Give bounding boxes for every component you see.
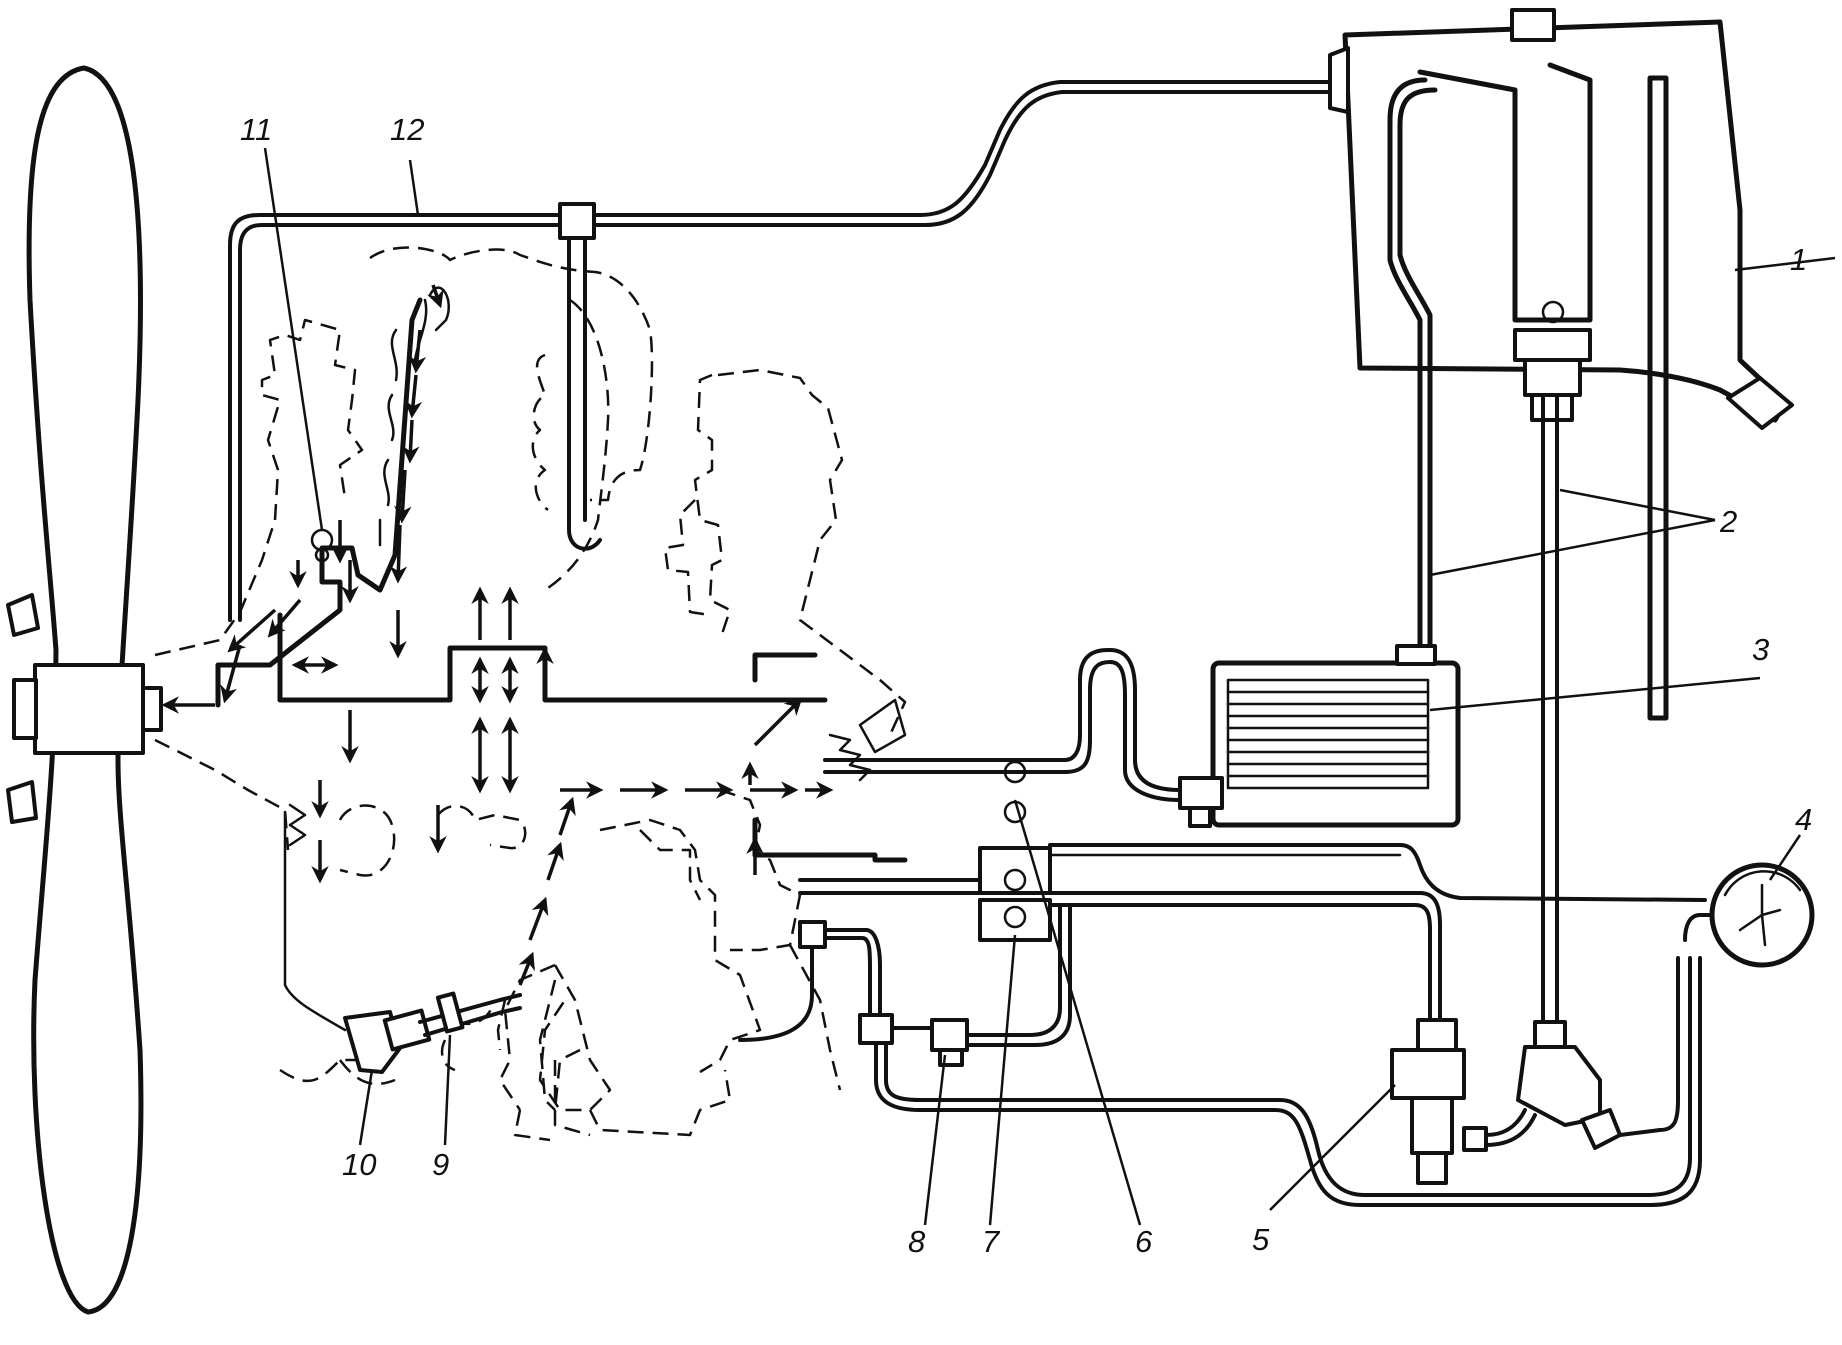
leader-lines	[263, 147, 1836, 1226]
callouts: 1 2 3 4 5 6 7 8 9 10 11 12	[240, 112, 1812, 1259]
fan-hub	[33, 663, 145, 755]
callout-10: 10	[342, 1147, 376, 1182]
engine-block	[154, 246, 907, 1142]
heater-3	[823, 644, 1461, 828]
callout-1: 1	[1790, 242, 1807, 277]
fan-hub-cap	[12, 678, 38, 740]
callout-3: 3	[1752, 632, 1769, 667]
fan-shaft	[141, 686, 163, 732]
water-channels	[215, 286, 908, 863]
callout-6: 6	[1135, 1224, 1153, 1259]
drain-valve-and-pump	[1516, 393, 1680, 1150]
expansion-tank-1	[1328, 8, 1794, 721]
thermostat-5	[1390, 1018, 1537, 1185]
callout-8: 8	[908, 1224, 926, 1259]
callout-2: 2	[1719, 504, 1737, 539]
fan-blade-tip-lower	[6, 780, 38, 824]
callout-11: 11	[240, 112, 272, 147]
fan	[6, 65, 163, 1315]
callout-5: 5	[1252, 1222, 1270, 1257]
spring-zigzag	[288, 698, 907, 847]
callout-9: 9	[432, 1147, 449, 1182]
heater-fins	[1226, 678, 1430, 790]
fan-blade-tip-upper	[6, 593, 40, 637]
callout-7: 7	[982, 1224, 1001, 1259]
drain-cock-9-10	[283, 810, 522, 1074]
callout-12: 12	[390, 112, 424, 147]
coolant-flow-arrows	[161, 284, 834, 986]
valve-block-6-7	[978, 760, 1052, 942]
lower-pipes	[738, 843, 1707, 1207]
fan-blade	[26, 65, 144, 1315]
temperature-gauge-4	[1683, 862, 1815, 968]
upper-pipe-12	[228, 80, 1334, 622]
callout-4: 4	[1795, 802, 1812, 837]
